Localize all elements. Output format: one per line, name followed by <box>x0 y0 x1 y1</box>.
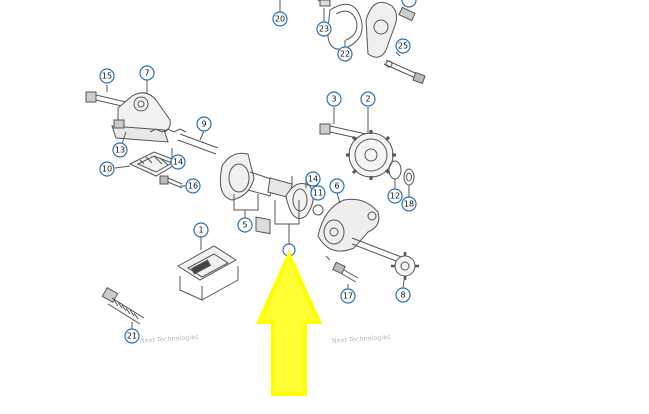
callout-6: 6 <box>329 178 345 194</box>
callout-label-10: 10 <box>102 165 112 174</box>
callout-18: 18 <box>401 196 417 212</box>
callout-20: 20 <box>272 11 288 27</box>
callout-14-left: 14 <box>170 154 186 170</box>
callout-17: 17 <box>340 288 356 304</box>
callout-14-right: 14 <box>305 171 321 187</box>
yellow-up-arrow <box>255 250 323 396</box>
callout-21: 21 <box>124 328 140 344</box>
callout-label-23: 23 <box>319 25 329 34</box>
bottom-left-parts <box>101 237 239 330</box>
callout-label-14-right: 14 <box>308 175 318 184</box>
callout-23: 23 <box>316 21 332 37</box>
watermark-right: Next Technologies <box>332 333 392 345</box>
callout-label-6: 6 <box>334 182 339 191</box>
callout-label-7: 7 <box>144 69 149 78</box>
callout-label-3: 3 <box>331 95 336 104</box>
callout-9: 9 <box>196 116 212 132</box>
callout-label-17: 17 <box>343 292 353 301</box>
callout-label-20: 20 <box>275 15 285 24</box>
left-parts-cluster <box>85 80 219 189</box>
callout-7: 7 <box>139 65 155 81</box>
callout-label-16: 16 <box>188 182 198 191</box>
callout-15: 15 <box>99 68 115 84</box>
callout-label-18: 18 <box>404 200 414 209</box>
callout-12: 12 <box>387 188 403 204</box>
callout-2: 2 <box>360 91 376 107</box>
callout-label-14-left: 14 <box>173 158 183 167</box>
callout-25: 25 <box>395 38 411 54</box>
callout-13: 13 <box>112 142 128 158</box>
callout-label-21: 21 <box>127 332 137 341</box>
callout-16: 16 <box>185 178 201 194</box>
callout-label-11: 11 <box>313 189 323 198</box>
callout-label-12: 12 <box>390 192 400 201</box>
callout-5: 5 <box>237 217 253 233</box>
callout-label-2: 2 <box>365 95 370 104</box>
callout-label-25: 25 <box>398 42 408 51</box>
top-parts-cluster <box>279 0 426 85</box>
callout-label-13: 13 <box>115 146 125 155</box>
callout-11: 11 <box>310 185 326 201</box>
callout-3: 3 <box>326 91 342 107</box>
callout-10: 10 <box>99 161 115 177</box>
callout-markers: 20 23 22 25 15 7 3 2 9 13 14 10 16 14 11… <box>99 0 417 344</box>
callout-label-5: 5 <box>242 221 247 230</box>
callout-label-1: 1 <box>198 226 203 235</box>
callout-8: 8 <box>395 287 411 303</box>
gear-teeth <box>346 130 396 180</box>
callout-label-22: 22 <box>340 50 350 59</box>
right-parts-cluster <box>317 107 419 290</box>
callout-22: 22 <box>337 46 353 62</box>
callout-label-15: 15 <box>102 72 112 81</box>
callout-label-9: 9 <box>201 120 206 129</box>
callout-19-partial <box>401 0 417 8</box>
callout-label-8: 8 <box>400 291 405 300</box>
watermark-left: Next Technologies <box>140 333 200 345</box>
center-parts-cluster <box>219 152 324 244</box>
callout-1: 1 <box>193 222 209 238</box>
